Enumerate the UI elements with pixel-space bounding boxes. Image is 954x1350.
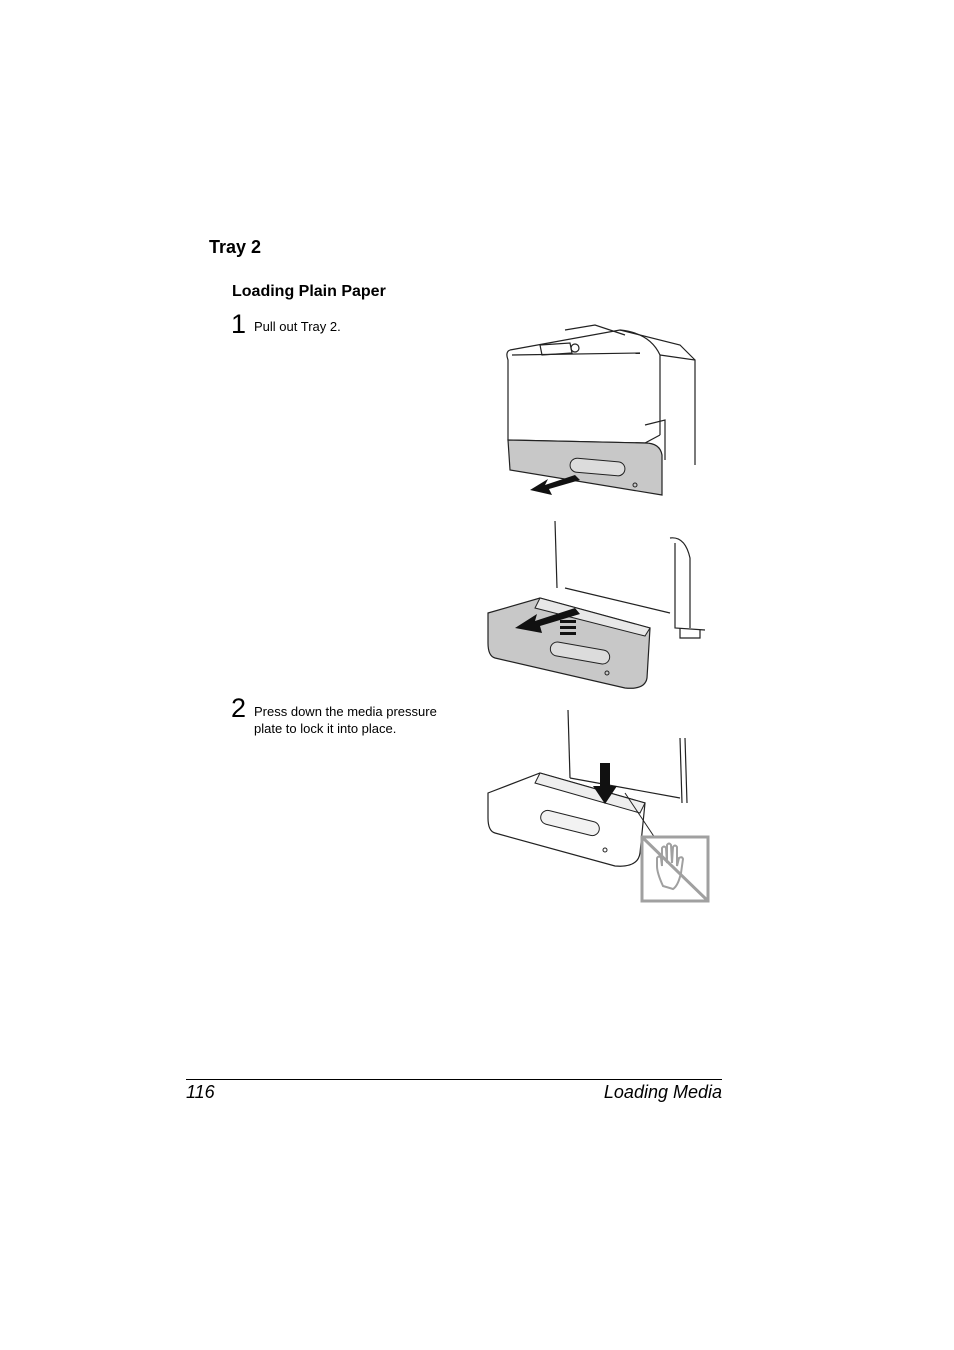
step-2-text-line1: Press down the media pressure	[254, 704, 437, 719]
tray-pulled-out-illustration	[487, 520, 706, 689]
chapter-title: Loading Media	[603, 1082, 722, 1102]
step-1-number: 1	[231, 309, 247, 339]
prohibited-hand-icon	[640, 835, 710, 903]
step-2-text: Press down the media pressure plate to l…	[254, 703, 437, 737]
step-1-text: Pull out Tray 2.	[254, 319, 341, 334]
footer-rule	[186, 1079, 722, 1080]
step-2-number: 2	[231, 693, 247, 723]
page-number: 116	[186, 1082, 215, 1102]
printer-tray-illustration	[506, 324, 696, 496]
subsection-title: Loading Plain Paper	[232, 283, 386, 300]
pressure-plate-illustration	[487, 709, 710, 903]
section-title: Tray 2	[209, 237, 262, 257]
step-2-text-line2: plate to lock it into place.	[254, 721, 397, 736]
